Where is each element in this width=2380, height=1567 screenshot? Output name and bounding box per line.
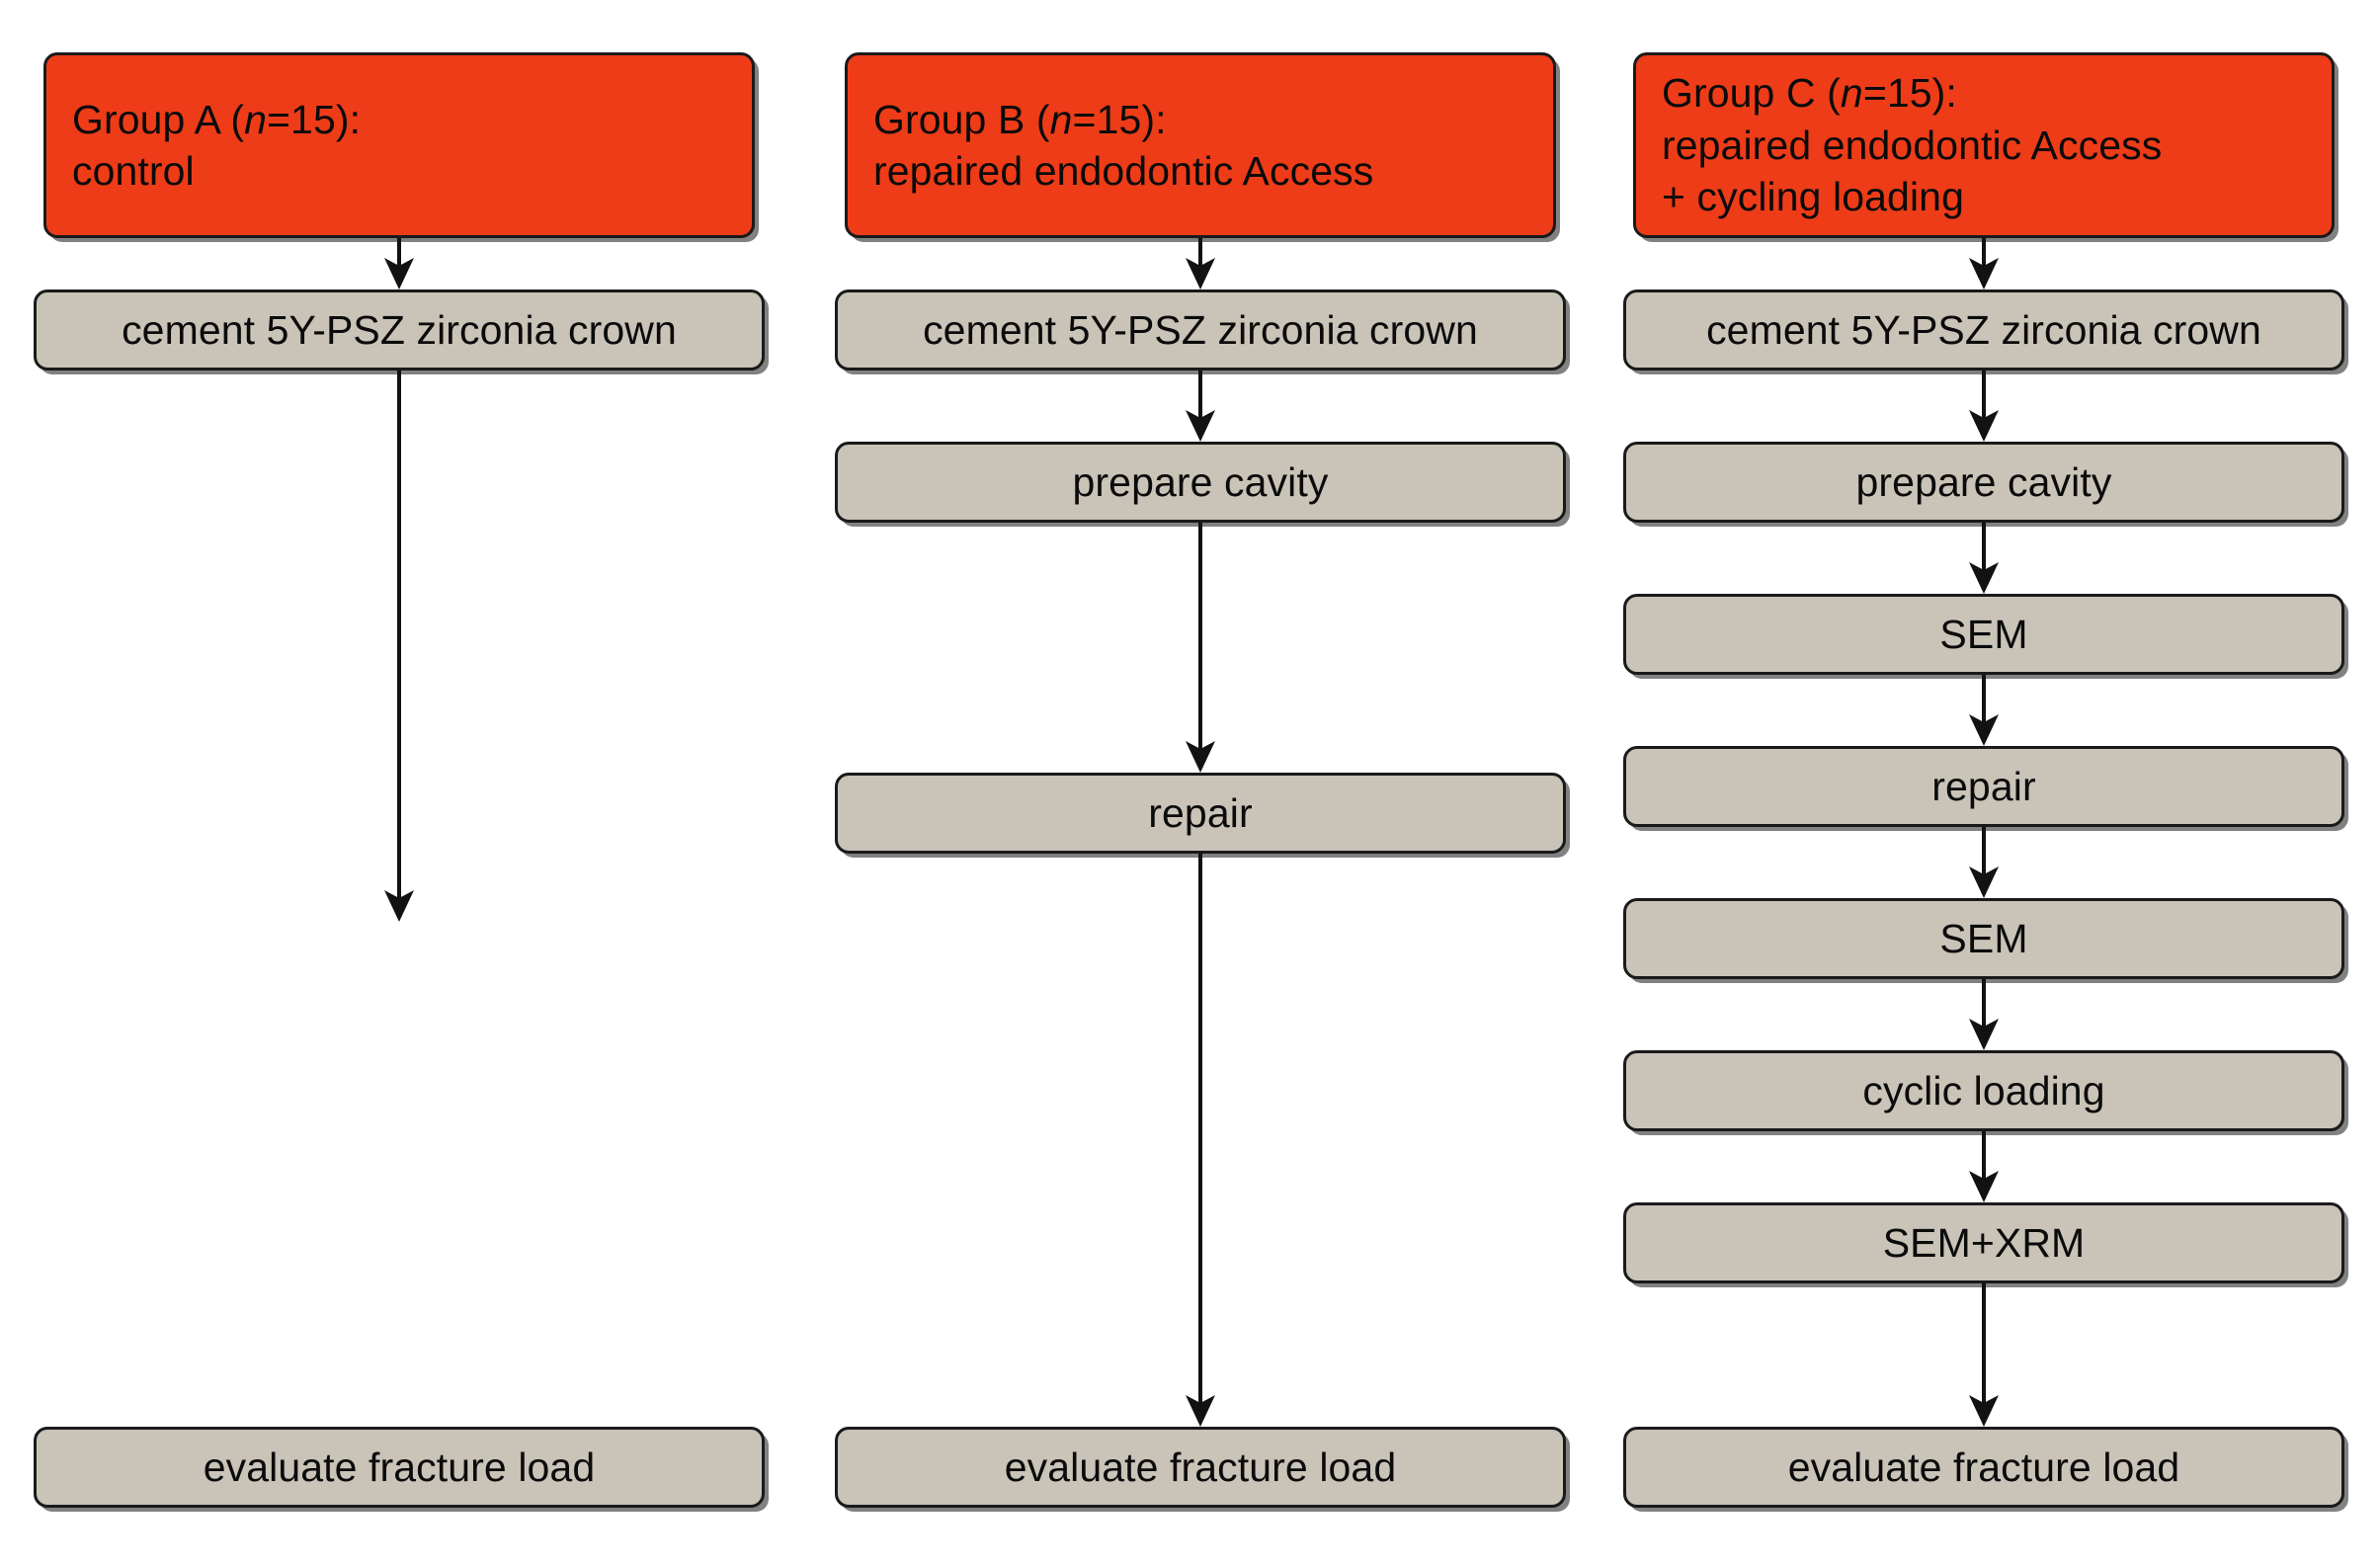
- arrow-c-step-5-to-step-6: [1623, 979, 2344, 1050]
- arrow-c-step-2-to-step-3: [1623, 523, 2344, 594]
- arrow-c-header-to-step-1: [1633, 238, 2335, 289]
- group-c-header-line-3: + cycling loading: [1662, 174, 1964, 220]
- arrow-c-step-1-to-step-2: [1623, 371, 2344, 442]
- group-a-header-box: Group A (n=15): control: [43, 52, 755, 238]
- group-a-header-line-2: control: [72, 148, 195, 194]
- arrow-c-step-6-to-step-7: [1623, 1131, 2344, 1202]
- node-b-step-3: repair: [835, 773, 1566, 854]
- node-b-step-2-label: prepare cavity: [1072, 458, 1329, 505]
- node-c-step-6-label: cyclic loading: [1862, 1067, 2105, 1113]
- node-c-step-1-label: cement 5Y-PSZ zirconia crown: [1706, 306, 2261, 353]
- arrow-a-step-1-to-step-2: [34, 371, 765, 922]
- node-c-step-3: SEM: [1623, 594, 2344, 675]
- arrow-b-step-1-to-step-2: [835, 371, 1566, 442]
- node-c-step-4: repair: [1623, 746, 2344, 827]
- arrow-b-header-to-step-1: [845, 238, 1556, 289]
- node-c-step-2-label: prepare cavity: [1855, 458, 2112, 505]
- node-c-step-8: evaluate fracture load: [1623, 1427, 2344, 1508]
- arrow-c-step-3-to-step-4: [1623, 675, 2344, 746]
- node-c-step-7: SEM+XRM: [1623, 1202, 2344, 1283]
- node-b-step-1-label: cement 5Y-PSZ zirconia crown: [923, 306, 1478, 353]
- group-c-header-line-2: repaired endodontic Access: [1662, 122, 2163, 168]
- node-b-step-3-label: repair: [1148, 789, 1253, 836]
- group-b-header-line-2: repaired endodontic Access: [873, 148, 1374, 194]
- group-b-header-line-1: Group B (n=15):: [873, 96, 1167, 142]
- node-a-step-2: evaluate fracture load: [34, 1427, 765, 1508]
- node-a-step-1: cement 5Y-PSZ zirconia crown: [34, 289, 765, 371]
- arrow-c-step-7-to-step-8: [1623, 1283, 2344, 1427]
- group-c-header-box: Group C (n=15): repaired endodontic Acce…: [1633, 52, 2335, 238]
- node-b-step-4: evaluate fracture load: [835, 1427, 1566, 1508]
- node-c-step-6: cyclic loading: [1623, 1050, 2344, 1131]
- node-a-step-2-label: evaluate fracture load: [203, 1443, 596, 1490]
- group-a-header-line-1: Group A (n=15):: [72, 96, 362, 142]
- arrow-a-header-to-step-1: [43, 238, 755, 289]
- node-c-step-2: prepare cavity: [1623, 442, 2344, 523]
- node-b-step-4-label: evaluate fracture load: [1004, 1443, 1397, 1490]
- arrow-b-step-2-to-step-3: [835, 523, 1566, 773]
- node-c-step-4-label: repair: [1931, 763, 2036, 809]
- node-c-step-8-label: evaluate fracture load: [1787, 1443, 2180, 1490]
- node-c-step-5: SEM: [1623, 898, 2344, 979]
- node-a-step-1-label: cement 5Y-PSZ zirconia crown: [122, 306, 677, 353]
- group-c-header-line-1: Group C (n=15):: [1662, 70, 1957, 117]
- node-c-step-3-label: SEM: [1939, 611, 2028, 657]
- node-c-step-5-label: SEM: [1939, 915, 2028, 961]
- arrow-c-step-4-to-step-5: [1623, 827, 2344, 898]
- node-b-step-1: cement 5Y-PSZ zirconia crown: [835, 289, 1566, 371]
- node-b-step-2: prepare cavity: [835, 442, 1566, 523]
- node-c-step-7-label: SEM+XRM: [1882, 1219, 2086, 1266]
- node-c-step-1: cement 5Y-PSZ zirconia crown: [1623, 289, 2344, 371]
- group-b-header-box: Group B (n=15): repaired endodontic Acce…: [845, 52, 1556, 238]
- arrow-b-step-3-to-step-4: [835, 854, 1566, 1427]
